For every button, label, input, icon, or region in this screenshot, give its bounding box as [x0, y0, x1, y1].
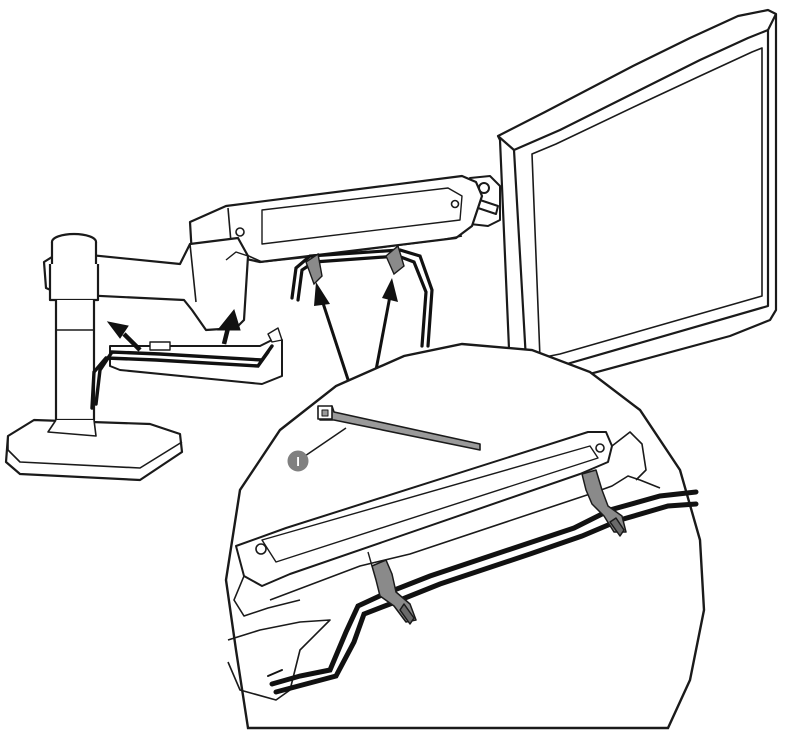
- pole-and-base: [4, 232, 184, 482]
- detail-ties: [371, 469, 627, 625]
- cable-tie-icon: [581, 469, 627, 533]
- callout-leader: I: [287, 427, 347, 472]
- cables-detail: [267, 489, 699, 695]
- overview-ties: [305, 244, 405, 286]
- monitor: [496, 8, 778, 390]
- callout-label: I: [296, 454, 300, 469]
- cable-tie-part: [317, 405, 481, 451]
- callout-badge: [287, 450, 309, 472]
- arrow-icon: [106, 321, 129, 339]
- arrows-overview: [106, 308, 241, 352]
- arrow-icon: [314, 282, 330, 306]
- callout-arrowheads: [314, 278, 398, 306]
- arrow-icon: [382, 278, 398, 302]
